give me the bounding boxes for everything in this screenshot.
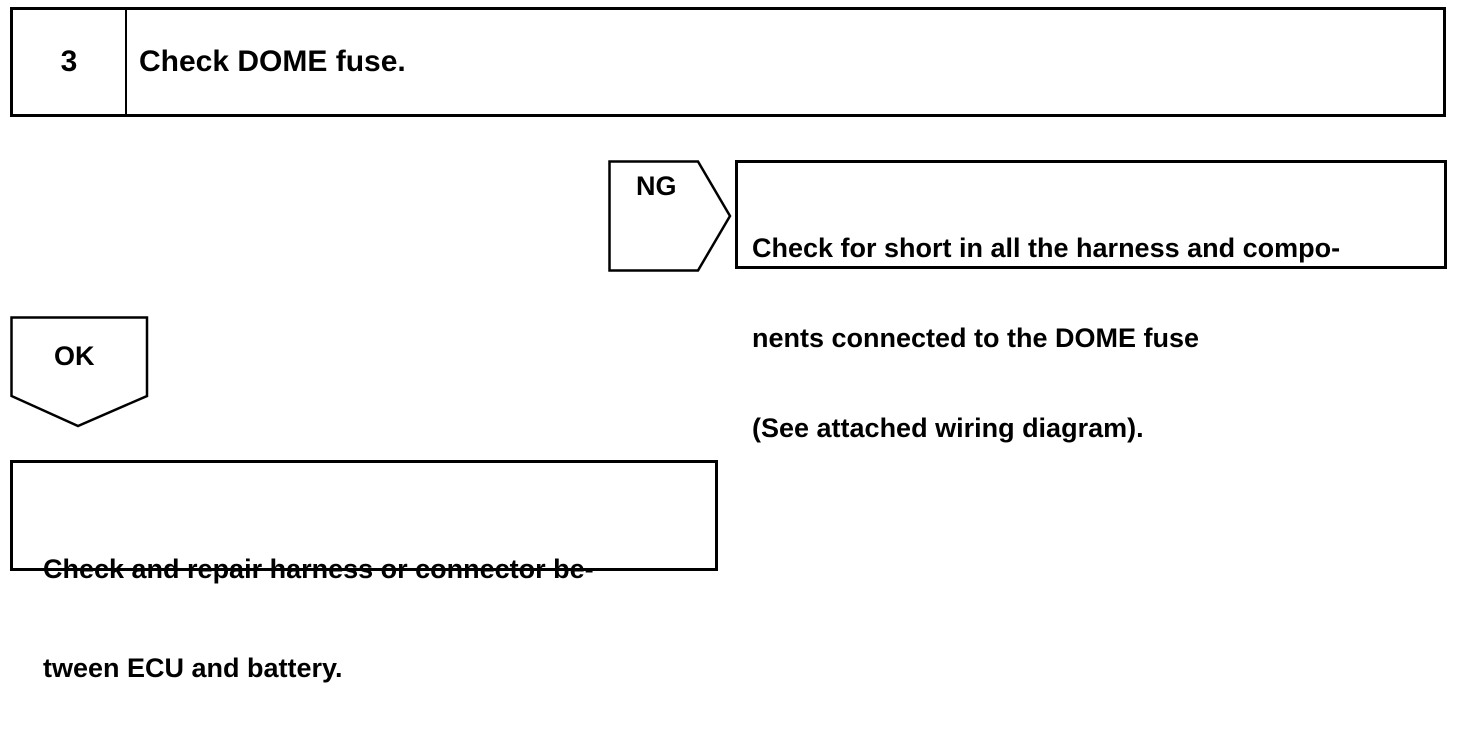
ok-label: OK [54,341,95,371]
ng-result-box: Check for short in all the harness and c… [735,160,1447,443]
ok-result-text: Check and repair harness or connector be… [43,487,594,751]
step-title: Check DOME fuse. [139,45,406,78]
ng-result-line: nents connected to the DOME fuse [752,323,1200,353]
ng-result-line: Check for short in all the harness and c… [752,233,1341,263]
ok-result-line: Check and repair harness or connector be… [43,554,594,584]
ng-label: NG [636,171,677,201]
ok-arrow-shape [10,316,149,428]
ng-result-line: (See attached wiring diagram). [752,413,1144,443]
step-number: 3 [13,10,127,114]
ng-result-text: Check for short in all the harness and c… [752,173,1340,503]
ok-result-box: Check and repair harness or connector be… [10,460,718,683]
step-header: 3 Check DOME fuse. [10,7,1446,117]
ng-arrow-shape [608,160,732,272]
ok-result-line: tween ECU and battery. [43,653,343,683]
